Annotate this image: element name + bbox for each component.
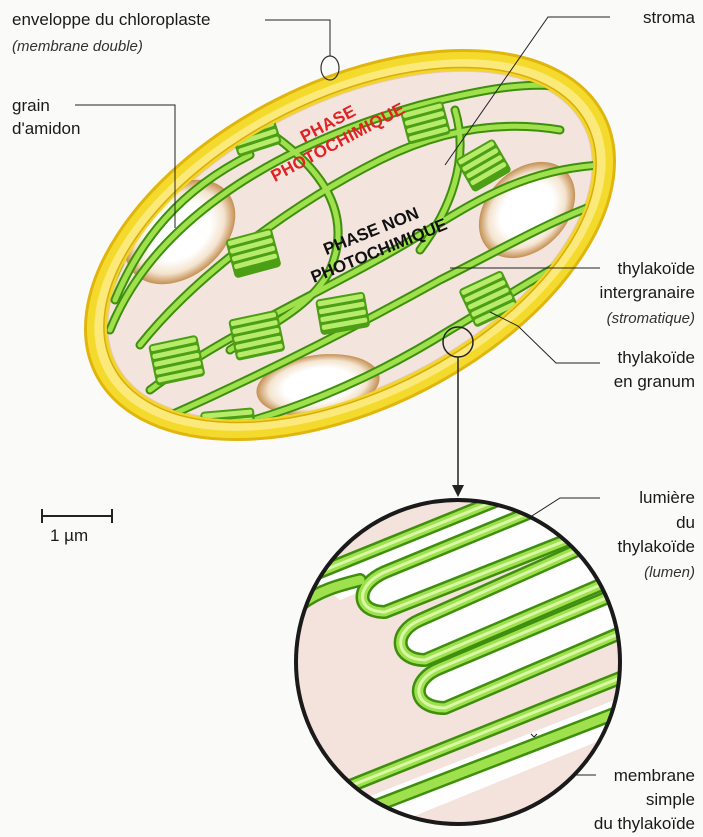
scale-bar	[42, 509, 112, 523]
label-lumen-line1: lumière	[639, 487, 695, 508]
label-granum-line1: thylakoïde	[618, 347, 696, 368]
label-lumen-line4: (lumen)	[644, 562, 695, 583]
label-envelope-sub: (membrane double)	[12, 36, 143, 57]
label-stroma: stroma	[643, 7, 695, 28]
label-intergranal-line1: thylakoïde	[618, 258, 696, 279]
label-envelope: enveloppe du chloroplaste	[12, 9, 210, 30]
zoom-arrow	[452, 357, 464, 497]
label-granum-line2: en granum	[614, 371, 695, 392]
zoom-view	[296, 495, 650, 830]
label-lumen-line2: du	[676, 512, 695, 533]
label-membrane-line2: simple	[646, 789, 695, 810]
label-membrane-line1: membrane	[614, 765, 695, 786]
label-grain-line2: d'amidon	[12, 118, 80, 139]
scale-bar-label: 1 µm	[50, 526, 88, 546]
label-grain-line1: grain	[12, 95, 50, 116]
label-membrane-line3: du thylakoïde	[594, 813, 695, 834]
label-lumen-line3: thylakoïde	[618, 536, 696, 557]
label-intergranal-line3: (stromatique)	[607, 308, 695, 329]
label-intergranal-line2: intergranaire	[600, 282, 695, 303]
